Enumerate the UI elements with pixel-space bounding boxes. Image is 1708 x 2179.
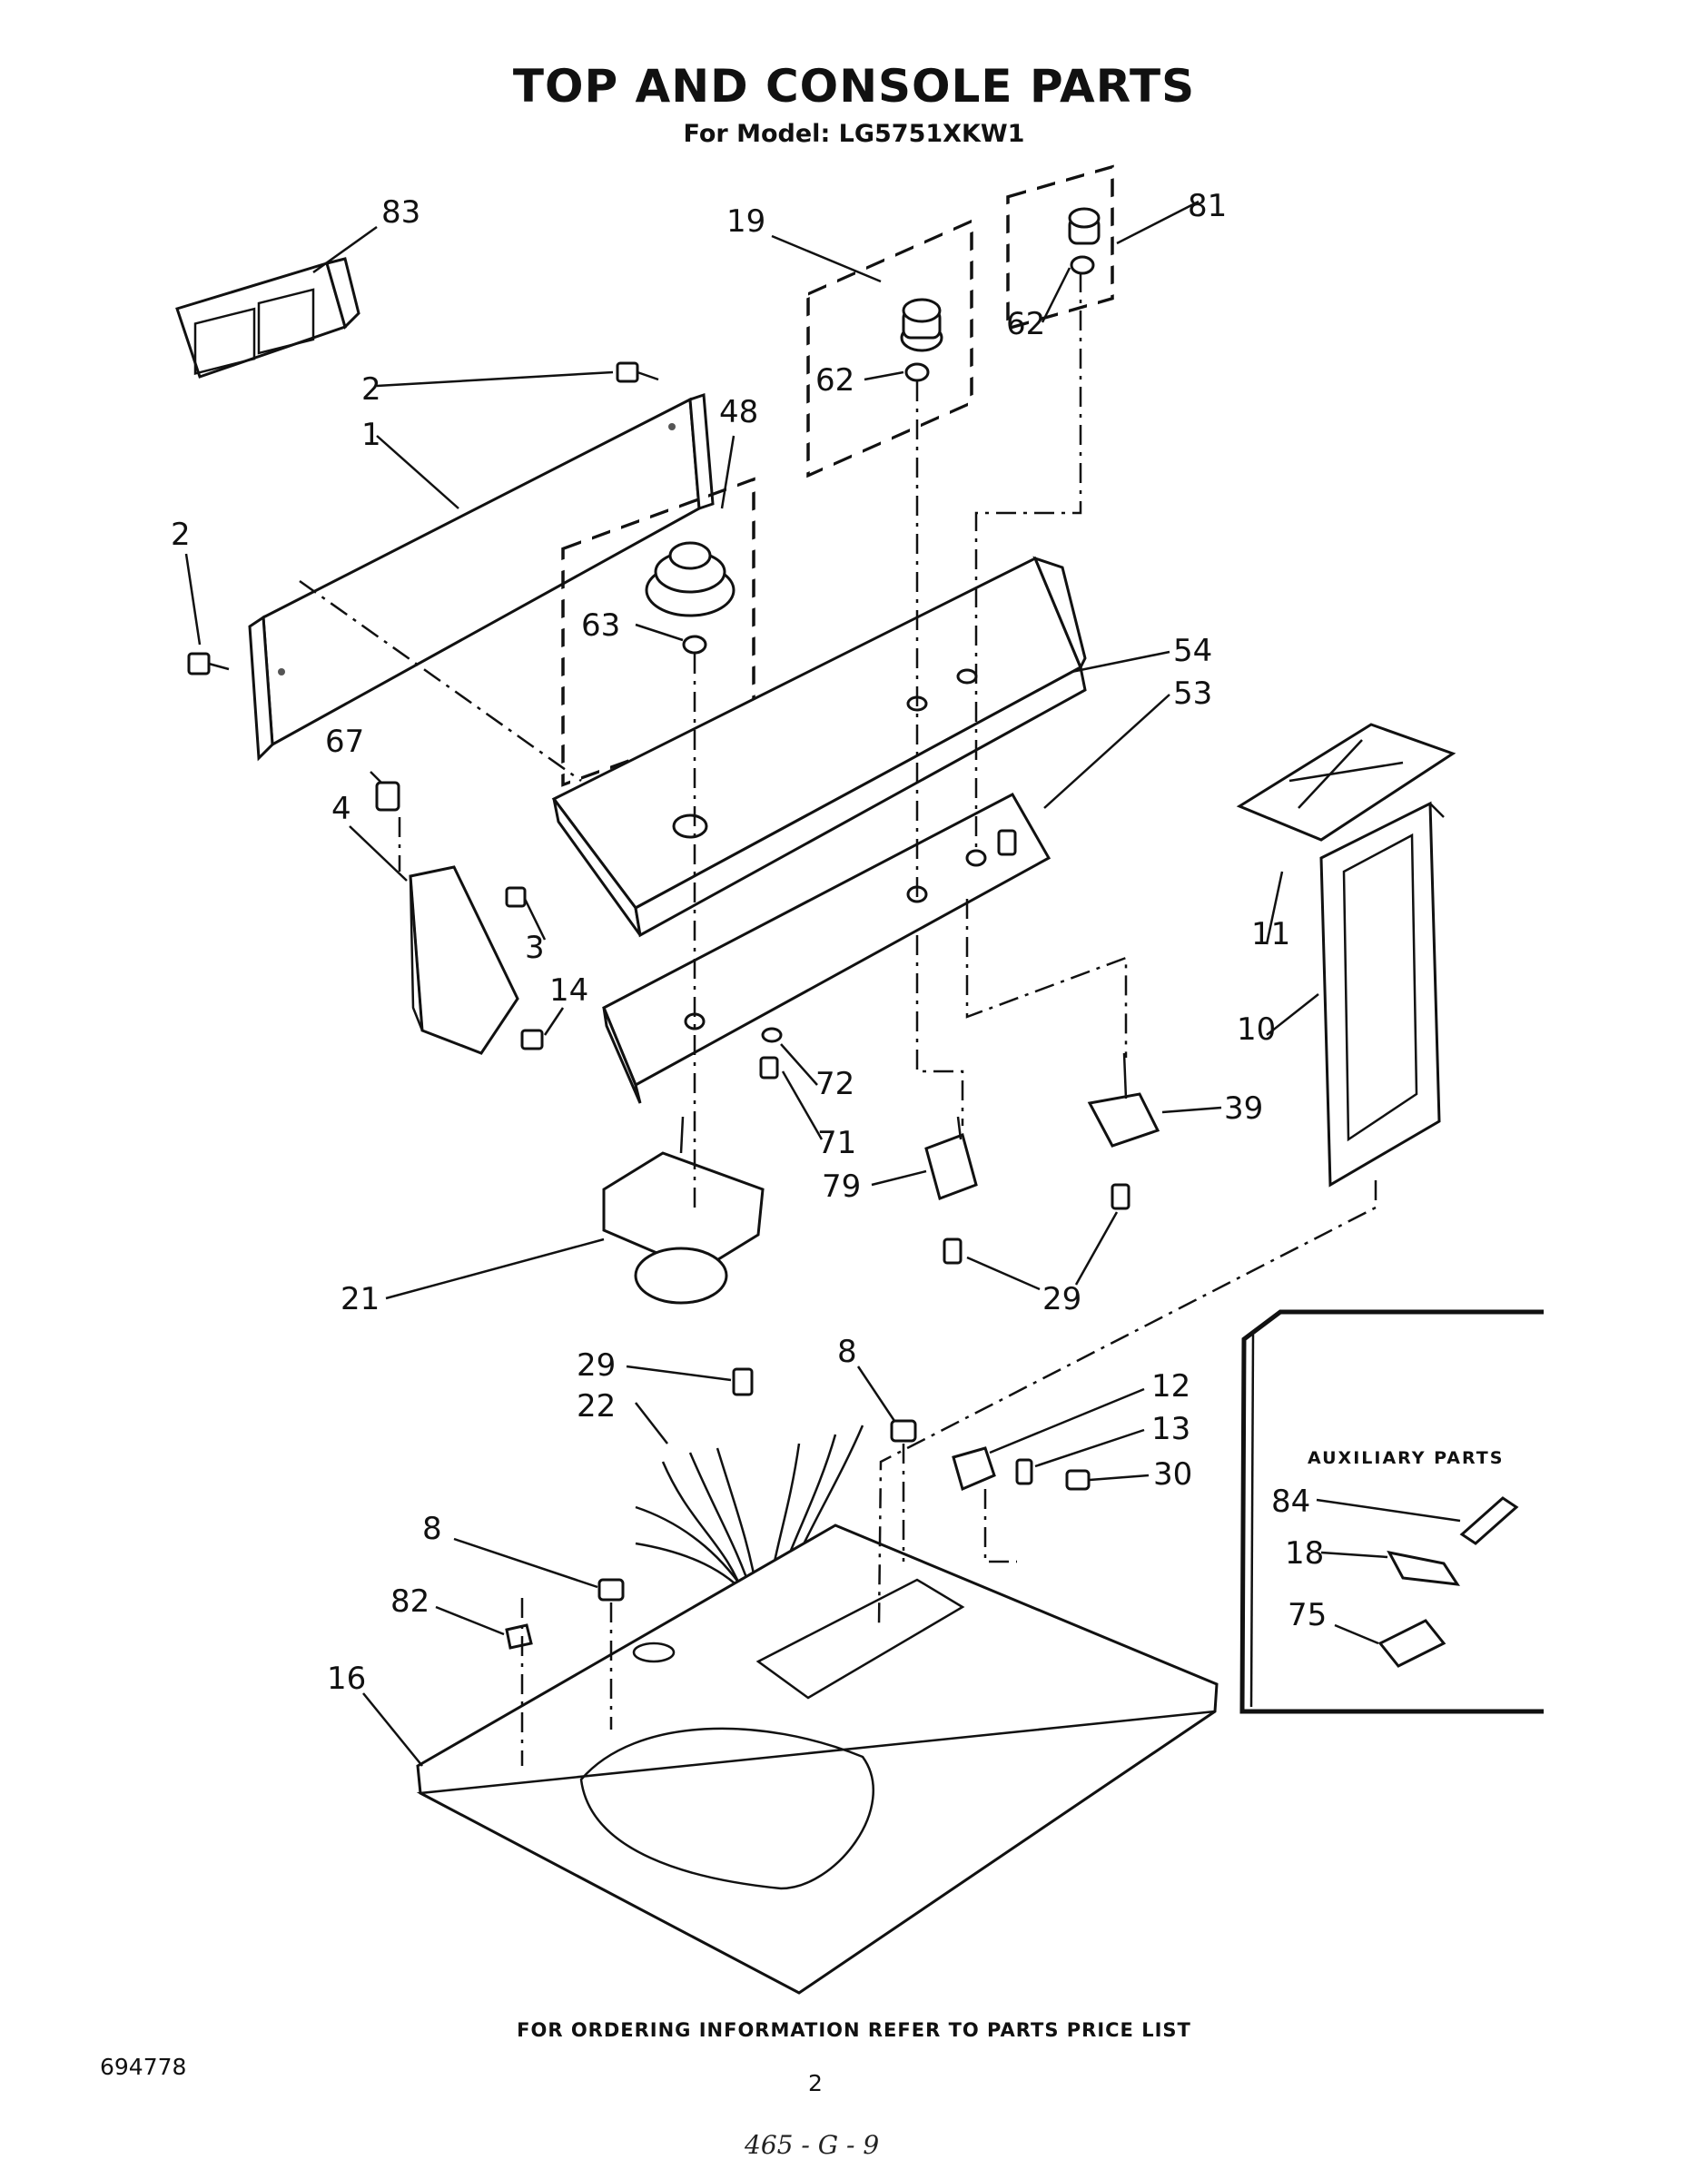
callout-12: 12 — [1151, 1368, 1190, 1405]
callout-72: 72 — [815, 1066, 854, 1102]
callout-10: 10 — [1237, 1011, 1276, 1048]
callout-84: 84 — [1271, 1484, 1310, 1520]
callout-48: 48 — [719, 394, 758, 430]
part-13-screw — [1015, 1458, 1033, 1485]
callout-14: 14 — [549, 972, 588, 1009]
part-29-screw-mid — [943, 1237, 963, 1265]
callout-1: 1 — [361, 417, 381, 453]
callout-2-upper: 2 — [361, 371, 381, 408]
page-number: 2 — [808, 2070, 823, 2096]
callout-19: 19 — [726, 203, 765, 240]
auxiliary-parts-heading: AUXILIARY PARTS — [1308, 1448, 1504, 1468]
part-53-console-bracket — [602, 793, 1051, 1104]
callout-22: 22 — [577, 1388, 616, 1425]
part-10-lint-filter — [1319, 801, 1445, 1188]
part-48-timer-knob — [645, 541, 736, 617]
model-subtitle: For Model: LG5751XKW1 — [683, 120, 1025, 148]
part-79-switch — [924, 1116, 978, 1200]
part-16-top-panel — [416, 1523, 1219, 1995]
part-83-bracket — [175, 257, 360, 379]
leader-lines — [184, 200, 1461, 1767]
part-18-terminal — [1387, 1550, 1461, 1586]
callout-29-left: 29 — [577, 1347, 616, 1384]
callout-82: 82 — [390, 1583, 429, 1620]
part-62-knob-clip-b — [1070, 255, 1095, 275]
part-19-knob-group-box — [806, 219, 973, 478]
part-39-switch — [1087, 1052, 1160, 1148]
callout-83: 83 — [381, 194, 420, 231]
callout-67: 67 — [325, 724, 364, 760]
part-30-nut — [1065, 1469, 1091, 1491]
part-14-screw — [520, 1029, 544, 1050]
part-48-timer-knob-group-box — [561, 477, 755, 787]
diagram-title: TOP AND CONSOLE PARTS — [512, 60, 1196, 113]
callout-16: 16 — [327, 1661, 366, 1697]
part-81-knob — [1068, 207, 1101, 245]
callout-4: 4 — [331, 791, 351, 827]
part-12-terminal-block — [952, 1446, 996, 1492]
part-71-screw — [759, 1056, 779, 1080]
part-63-knob-clip — [682, 635, 707, 655]
part-11-filter-lid — [1236, 723, 1456, 842]
part-1-rear-panel — [248, 392, 715, 762]
callout-13: 13 — [1151, 1411, 1190, 1447]
callout-53: 53 — [1173, 675, 1212, 712]
callout-8-right: 8 — [837, 1334, 857, 1370]
ordering-footer: FOR ORDERING INFORMATION REFER TO PARTS … — [517, 2019, 1191, 2041]
part-29-screw-left — [732, 1367, 754, 1396]
callout-62-a: 62 — [815, 362, 854, 399]
auxiliary-parts-box — [1239, 1309, 1544, 1714]
part-75-connector — [1377, 1619, 1446, 1668]
callout-11: 11 — [1251, 916, 1290, 952]
callout-54: 54 — [1173, 633, 1212, 669]
handwritten-note: 465 - G - 9 — [745, 2130, 880, 2160]
part-4-end-cap — [409, 865, 519, 1055]
part-82-clip — [505, 1623, 533, 1650]
callout-21: 21 — [341, 1281, 380, 1317]
callout-29-right: 29 — [1042, 1281, 1081, 1317]
callout-3: 3 — [525, 930, 545, 966]
document-number: 694778 — [100, 2054, 187, 2080]
part-84-terminal — [1459, 1496, 1519, 1545]
part-8-clip-right — [890, 1419, 917, 1443]
assembly-dashed-lines — [299, 272, 1377, 1766]
part-19-knob — [900, 298, 943, 352]
part-29-screw-right — [1111, 1183, 1130, 1210]
part-81-knob-group-box — [1006, 164, 1114, 330]
callout-63: 63 — [581, 607, 620, 644]
part-8-clip-left — [597, 1578, 625, 1602]
callout-79: 79 — [822, 1168, 861, 1205]
callout-39: 39 — [1224, 1090, 1263, 1127]
part-2-screw-left — [187, 652, 230, 675]
callout-8-left: 8 — [422, 1511, 442, 1547]
part-3-screw — [505, 886, 527, 908]
part-72-grommet — [761, 1027, 783, 1043]
callout-81: 81 — [1188, 188, 1227, 224]
callout-30: 30 — [1153, 1456, 1192, 1493]
callout-71: 71 — [817, 1125, 856, 1161]
part-21-timer-motor — [602, 1116, 765, 1305]
callout-2-left: 2 — [171, 517, 191, 553]
part-2-screw-upper — [616, 361, 659, 383]
callout-18: 18 — [1285, 1535, 1324, 1572]
callout-75: 75 — [1288, 1597, 1327, 1633]
part-67-clip — [375, 781, 400, 812]
callout-62-b: 62 — [1006, 306, 1045, 342]
part-62-knob-clip-a — [904, 362, 930, 382]
part-54-control-panel — [551, 556, 1087, 938]
